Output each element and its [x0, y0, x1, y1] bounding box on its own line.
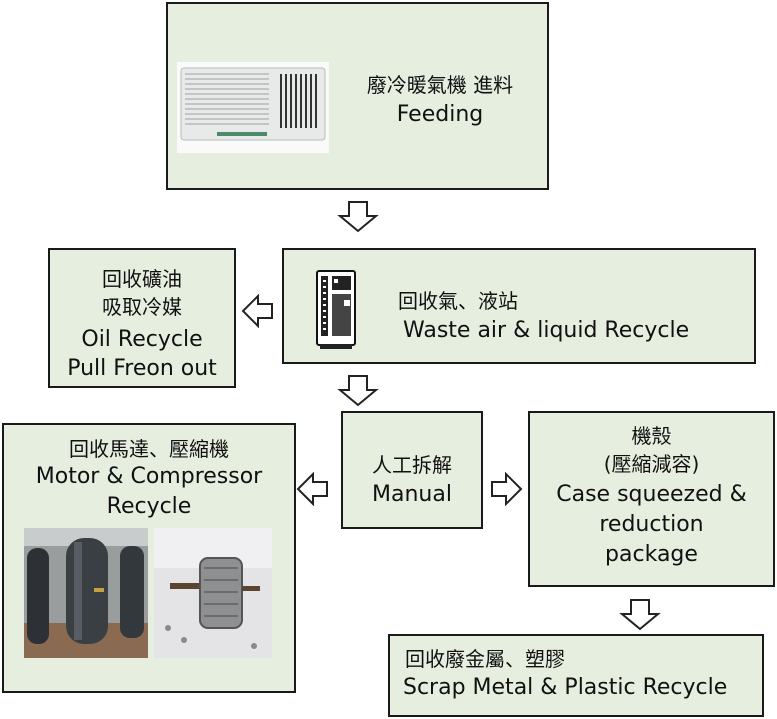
case-title-en-line3: package: [605, 542, 698, 567]
feeding-title-zh: 廢冷暖氣機 進料: [366, 73, 514, 97]
feeding-title-en: Feeding: [396, 102, 484, 127]
oil-recycle-zh-line2: 吸取冷媒: [102, 295, 182, 319]
recycling-station-icon: [316, 270, 356, 349]
oil-recycle-box: [48, 248, 236, 388]
scrap-title-en: Scrap Metal & Plastic Recycle: [403, 675, 728, 700]
motor-title-en-line2: Recycle: [106, 494, 192, 519]
motor-photo: [154, 528, 272, 658]
case-title-zh-line1: 機殼: [631, 424, 672, 448]
oil-recycle-zh-line1: 回收礦油: [102, 267, 182, 291]
case-box: [528, 411, 775, 587]
down-arrow-icon: [619, 599, 661, 631]
scrap-recycle-box: [388, 634, 764, 717]
motor-title-en-line1: Motor & Compressor: [35, 464, 263, 489]
manual-title-en: Manual: [372, 482, 452, 507]
oil-recycle-en-line1: Oil Recycle: [81, 327, 203, 352]
manual-box: [341, 411, 483, 529]
motor-title-zh: 回收馬達、壓縮機: [69, 437, 229, 461]
waste-recycle-box: [282, 248, 756, 364]
manual-title-zh: 人工拆解: [372, 453, 452, 477]
case-title-en-line1: Case squeezed &: [556, 482, 747, 507]
case-title-zh-line2: (壓縮減容): [603, 452, 700, 476]
down-arrow-icon: [337, 375, 379, 407]
waste-recycle-title-en: Waste air & liquid Recycle: [403, 318, 690, 343]
oil-recycle-en-line2: Pull Freon out: [67, 356, 217, 381]
left-arrow-icon: [241, 294, 273, 328]
waste-recycle-title-zh: 回收氣、液站: [398, 289, 518, 313]
scrap-title-zh: 回收廢金屬、塑膠: [405, 647, 565, 671]
down-arrow-icon: [337, 201, 379, 233]
right-arrow-icon: [491, 472, 523, 506]
left-arrow-icon: [296, 472, 328, 506]
case-title-en-line2: reduction: [599, 512, 704, 537]
compressor-photo: [24, 528, 148, 658]
air-conditioner-image: [177, 62, 329, 153]
